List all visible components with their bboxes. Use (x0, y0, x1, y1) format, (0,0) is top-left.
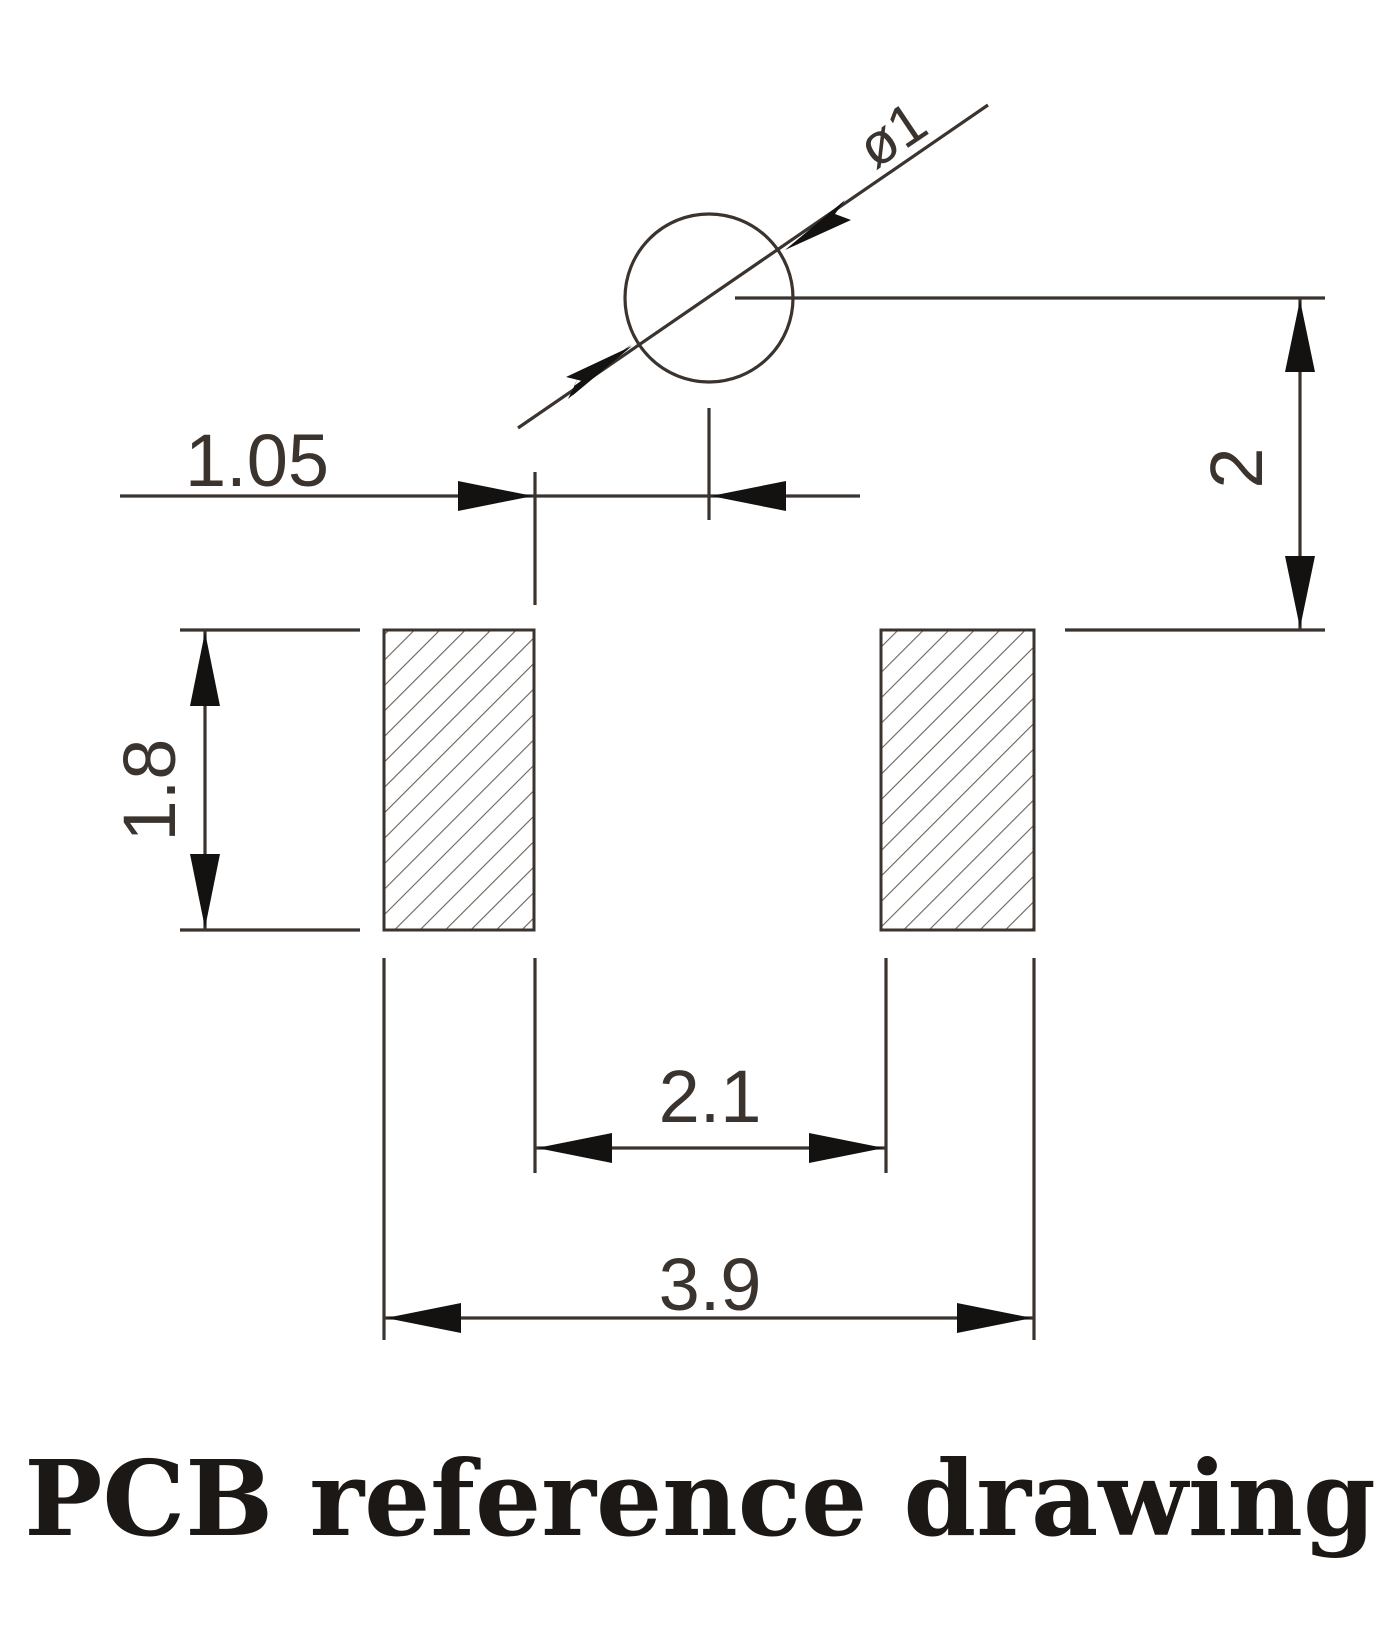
hole-diameter-dimension: ø1 (517, 89, 989, 430)
diameter-arrow-upper (785, 200, 851, 250)
pad-height-arrow-top (190, 632, 220, 706)
overall-width-arrow-left (386, 1303, 461, 1333)
horizontal-offset-dimension: 1.05 (120, 408, 860, 605)
vertical-offset-label: 2 (1195, 447, 1278, 488)
overall-width-label: 3.9 (659, 1243, 762, 1326)
vertical-offset-arrow-top (1285, 300, 1315, 372)
pad-gap-label: 2.1 (659, 1055, 762, 1138)
pad-gap-arrow-right (809, 1133, 884, 1163)
pad-gap-arrow-left (537, 1133, 612, 1163)
diameter-arrow-lower (566, 346, 632, 396)
pad-height-dimension: 1.8 (108, 628, 360, 932)
left-pad (382, 628, 536, 932)
horizontal-offset-label: 1.05 (185, 419, 329, 502)
horizontal-offset-arrow-right (711, 481, 786, 511)
horizontal-offset-arrow-left (458, 481, 533, 511)
overall-width-arrow-right (957, 1303, 1032, 1333)
overall-width-dimension: 3.9 (382, 958, 1036, 1340)
vertical-offset-arrow-bottom (1285, 556, 1315, 628)
vertical-offset-dimension: 2 (1065, 298, 1325, 632)
drawing-caption: PCB reference drawing (24, 1437, 1376, 1560)
hole-diameter-label: ø1 (846, 89, 938, 181)
pad-gap-dimension: 2.1 (533, 958, 888, 1173)
pad-height-label: 1.8 (108, 739, 191, 842)
pad-height-arrow-bottom (190, 854, 220, 928)
right-pad (879, 628, 1036, 932)
